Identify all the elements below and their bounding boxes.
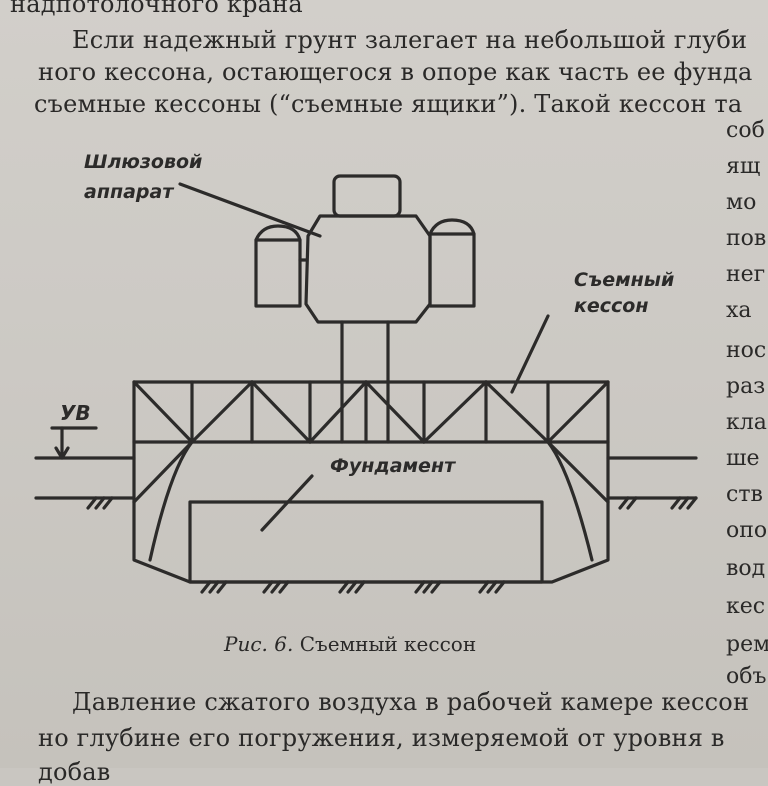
label-foundation: Фундамент	[330, 455, 456, 477]
lock-top-cap	[332, 174, 402, 218]
figure-caption: Рис. 6. Съемный кессон	[224, 632, 476, 656]
right-col-word: ств	[726, 482, 763, 507]
right-col-word: кес	[726, 594, 766, 619]
right-col-word: пов	[726, 226, 767, 251]
label-water-level: УВ	[60, 401, 91, 425]
right-col-word: нег	[726, 262, 766, 287]
text-line-6: но глубине его погружения, измеряемой от…	[38, 724, 725, 752]
right-col-word: нос	[726, 338, 767, 363]
text-line-1: надпотолочного крана	[10, 0, 303, 18]
right-col-word: вод	[726, 556, 766, 581]
right-col-word: ха	[726, 298, 752, 323]
right-col-word: кла	[726, 410, 767, 435]
truss-frame	[132, 380, 610, 444]
right-col-word: соб	[726, 118, 765, 143]
right-col-word: рем	[726, 632, 768, 657]
text-line-2: Если надежный грунт залегает на небольшо…	[72, 26, 748, 54]
text-line-7: добав	[38, 758, 111, 786]
label-caisson-line2: кессон	[574, 295, 649, 317]
lock-main-chamber	[304, 214, 432, 324]
caisson-figure: Шлюзовой аппарат Съемный кессон УВ Фунда…	[34, 151, 698, 594]
caption-number: Рис. 6.	[224, 632, 294, 656]
foundation-leader-line	[260, 474, 314, 532]
text-line-4: съемные кессоны (“съемные ящики”). Такой…	[34, 90, 743, 118]
right-col-word: объ	[726, 664, 767, 689]
right-col-word: мо	[726, 190, 757, 215]
text-line-5: Давление сжатого воздуха в рабочей камер…	[72, 688, 750, 716]
label-lock-line2: аппарат	[84, 181, 174, 203]
caisson-leader-line	[510, 314, 550, 394]
lock-left-cylinder	[254, 224, 302, 308]
caption-title: Съемный кессон	[299, 632, 477, 656]
right-col-word: ше	[726, 446, 760, 471]
text-line-3: ного кессона, остающегося в опоре как ча…	[38, 58, 753, 86]
lock-leader-line	[178, 182, 322, 238]
label-caisson-line1: Съемный	[574, 269, 674, 291]
foundation-block	[188, 500, 544, 584]
right-col-word: ящ	[726, 154, 761, 179]
right-col-word: опо	[726, 518, 768, 543]
label-lock-line1: Шлюзовой	[84, 151, 202, 173]
right-col-word: раз	[726, 374, 766, 399]
